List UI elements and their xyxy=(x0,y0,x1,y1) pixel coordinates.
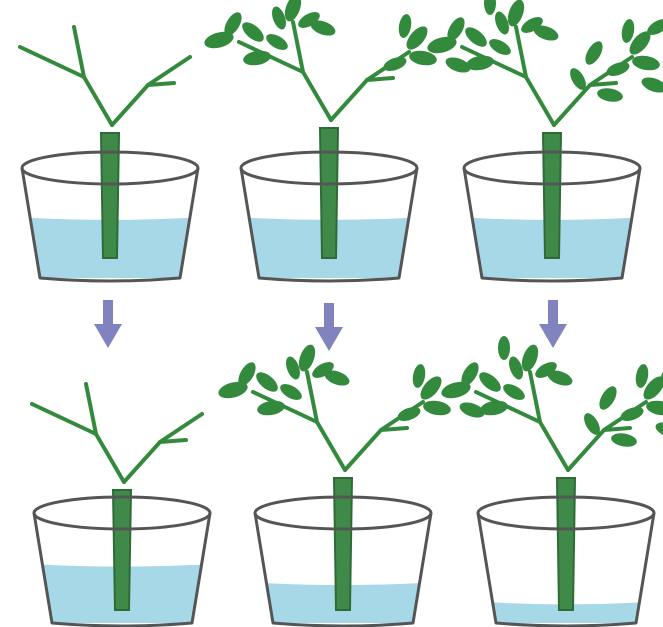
right-twig xyxy=(148,83,174,85)
leaf xyxy=(498,336,510,360)
right-twig xyxy=(590,83,616,85)
stem xyxy=(113,490,131,610)
right-twig xyxy=(604,428,630,430)
right-twig xyxy=(367,78,393,80)
right-twig xyxy=(381,428,407,430)
stem xyxy=(320,128,338,258)
right-twig xyxy=(160,440,186,442)
